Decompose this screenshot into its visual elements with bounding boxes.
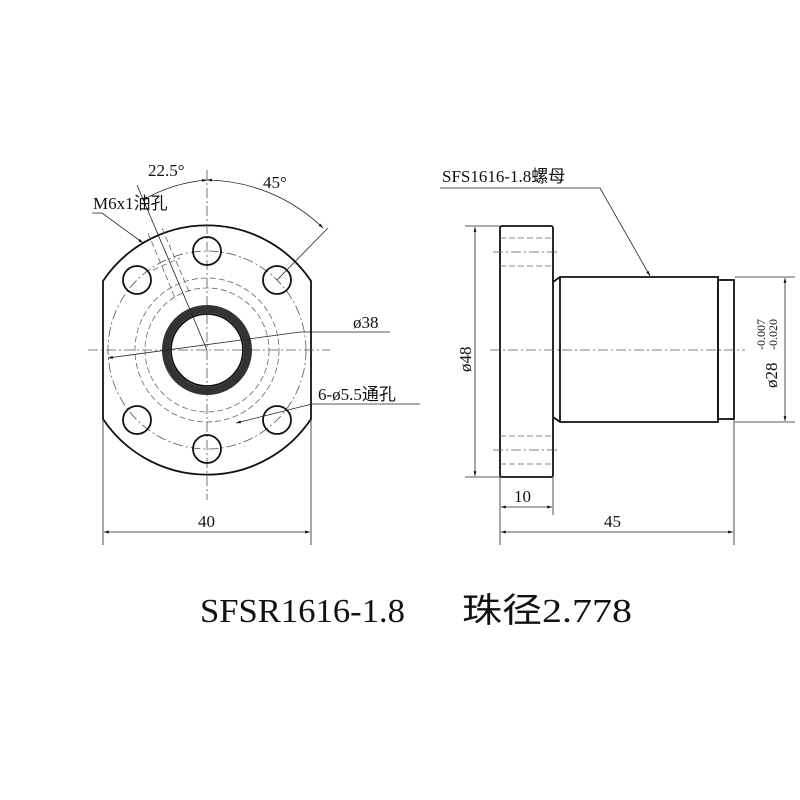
length-label: 45 bbox=[604, 512, 621, 531]
bolt-hole bbox=[192, 236, 222, 266]
bolt-hole bbox=[262, 405, 292, 435]
flange-outline bbox=[102, 224, 312, 476]
model-title: SFSR1616-1.8 bbox=[200, 593, 405, 630]
bolt-hole bbox=[122, 405, 152, 435]
bolt-holes bbox=[122, 236, 292, 464]
angle-dim-22-5 bbox=[142, 178, 208, 201]
body-dia-text: ø28 -0.007 -0.020 bbox=[754, 319, 781, 388]
through-hole-leader bbox=[235, 403, 420, 424]
angle-22-5-label: 22.5° bbox=[148, 161, 185, 180]
tol-upper: -0.007 bbox=[754, 319, 768, 350]
part-label: SFS1616-1.8螺母 bbox=[442, 167, 565, 186]
angle-dim-45 bbox=[206, 178, 324, 229]
flange-hidden-holes bbox=[493, 237, 560, 465]
bolt-circle bbox=[107, 250, 307, 450]
flange-dia-label: ø48 bbox=[456, 347, 475, 373]
end-ring bbox=[717, 279, 735, 420]
title-block: SFSR1616-1.8 珠径2.778 bbox=[200, 592, 632, 630]
angle-45-label: 45° bbox=[263, 173, 287, 192]
front-view: 22.5° 45° M6x1油孔 ø38 6-ø5.5通孔 40 bbox=[88, 161, 420, 545]
bolt-hole bbox=[262, 265, 292, 295]
inner-hidden-circle bbox=[144, 287, 270, 413]
oil-hole-lines bbox=[136, 184, 208, 351]
body-hidden-circle bbox=[134, 277, 280, 423]
oil-hole-leader bbox=[92, 212, 144, 244]
part-label-leader bbox=[440, 187, 651, 277]
bolt-hole bbox=[192, 434, 222, 464]
bolt-circle-leader bbox=[107, 331, 390, 359]
flange-side bbox=[499, 225, 554, 478]
oil-hole-label: M6x1油孔 bbox=[93, 194, 168, 213]
bolt-circle-label: ø38 bbox=[353, 313, 379, 332]
body-dia-label: ø28 bbox=[762, 363, 781, 389]
tol-lower: -0.020 bbox=[766, 319, 780, 350]
ext-line-45 bbox=[276, 227, 329, 281]
body-side bbox=[552, 276, 719, 423]
bolt-hole bbox=[122, 265, 152, 295]
width-label: 40 bbox=[198, 512, 215, 531]
side-view: SFS1616-1.8螺母 ø48 ø28 -0.007 -0.020 10 4… bbox=[440, 167, 795, 545]
flange-thickness-label: 10 bbox=[514, 487, 531, 506]
bore bbox=[170, 313, 244, 387]
ball-diameter-title: 珠径2.778 bbox=[462, 592, 632, 630]
through-hole-label: 6-ø5.5通孔 bbox=[318, 385, 396, 404]
